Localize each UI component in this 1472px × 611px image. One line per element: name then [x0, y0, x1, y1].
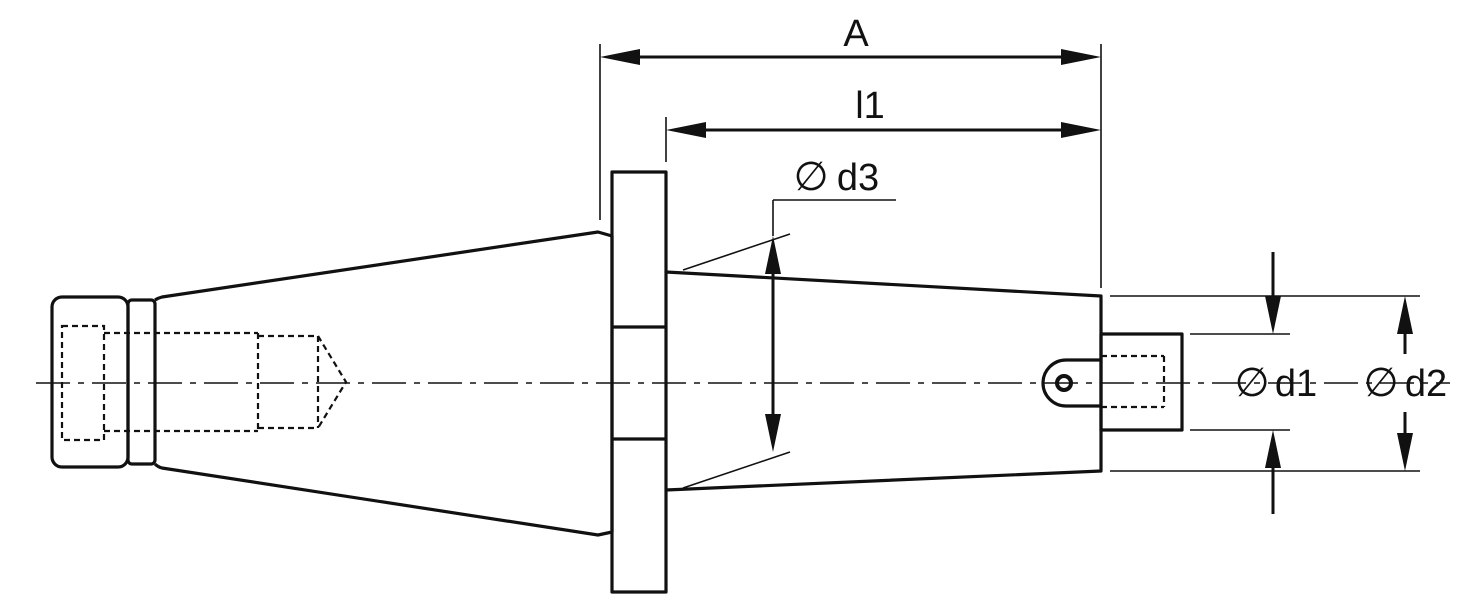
hidden-thread [1101, 354, 1166, 409]
diameter-symbol-d2: ∅ [1364, 360, 1399, 406]
dimension-l1-label: l1 [855, 85, 885, 127]
diameter-symbol-d3: ∅ [794, 154, 829, 200]
cross-pin-hole [1055, 374, 1073, 392]
nut-ring [126, 298, 157, 466]
dimension-a-label: A [843, 13, 869, 55]
dimension-d3 [682, 199, 896, 489]
dimension-d2 [1110, 295, 1420, 472]
hidden-bore [60, 324, 348, 442]
flange [610, 170, 668, 594]
dimension-a [599, 44, 1102, 288]
diameter-symbol-d1: ∅ [1235, 360, 1270, 406]
dimension-d1-label: d1 [1275, 363, 1317, 405]
dimension-d3-label: d3 [837, 157, 879, 199]
retention-stub [1099, 332, 1184, 432]
dimension-l1 [665, 117, 1101, 162]
cross-pin [1041, 358, 1101, 408]
collet-nut [50, 295, 130, 469]
taper-shank [665, 270, 1103, 492]
dimension-d2-label: d2 [1405, 363, 1447, 405]
